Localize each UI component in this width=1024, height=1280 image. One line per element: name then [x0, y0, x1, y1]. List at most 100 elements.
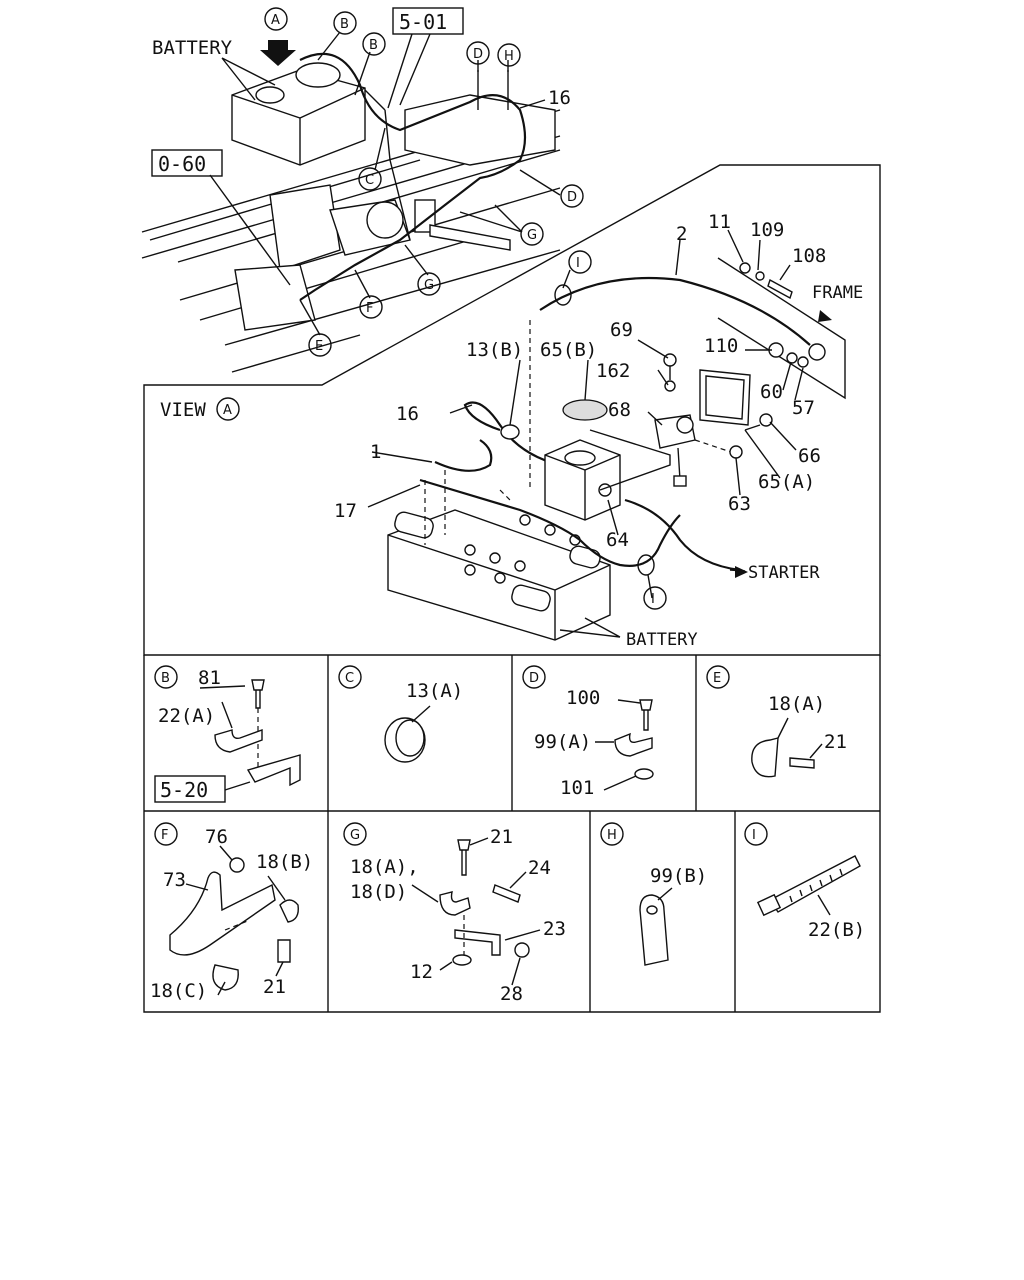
cable-starter [624, 498, 741, 572]
ref-5-20-text: 5-20 [160, 778, 208, 802]
frame-arrow [818, 310, 832, 322]
nut-76 [229, 857, 245, 873]
ref-box-5-01 [392, 7, 464, 35]
part-73: 73 [163, 869, 186, 891]
part-28: 28 [500, 983, 523, 1005]
f-dash [224, 919, 251, 931]
part-18a-e: 18(A) [768, 693, 825, 715]
clip-18b [279, 899, 299, 923]
svg-text:A: A [271, 13, 280, 28]
detail-i-circle: I [744, 822, 768, 846]
c-leader [411, 705, 431, 723]
callout-circle-g2: G [417, 272, 441, 296]
cable-terminal-2 [808, 343, 826, 361]
relay-plate [589, 429, 671, 491]
washer-101 [634, 768, 654, 780]
part-18d-g: 18(D) [350, 881, 407, 903]
bolt-63 [729, 445, 743, 459]
svg-text:G: G [527, 228, 537, 243]
part-64: 64 [606, 529, 629, 551]
part-21-f: 21 [263, 976, 286, 998]
part-109: 109 [750, 219, 784, 241]
detail-f-circle: F [154, 822, 178, 846]
cable-17 [434, 439, 493, 472]
cross-member [404, 94, 556, 166]
washer-12 [452, 954, 472, 966]
svg-text:C: C [345, 671, 354, 686]
svg-text:A: A [223, 403, 232, 418]
cover-65a [699, 369, 751, 426]
svg-text:H: H [504, 49, 514, 64]
part-18a-g: 18(A), [350, 856, 419, 878]
detail-d: D 100 99(A) 101 [522, 665, 654, 799]
part-18b: 18(B) [256, 851, 313, 873]
battery-handle-2 [511, 584, 551, 612]
svg-text:E: E [713, 671, 721, 686]
bolt-21-g [457, 839, 471, 876]
detail-d-circle: D [522, 665, 546, 689]
bolt-66 [744, 413, 773, 431]
part-101: 101 [560, 777, 594, 799]
battery-posts [464, 514, 581, 584]
h-leader [657, 887, 673, 901]
detail-c: C 13(A) [338, 665, 463, 763]
washer-11 [739, 262, 751, 274]
grommet-13a-inner [395, 719, 425, 757]
bracket-23 [454, 929, 501, 956]
svg-text:I: I [651, 592, 655, 607]
main-harness [299, 52, 527, 301]
svg-text:G: G [424, 278, 434, 293]
cable-tie-22b [768, 855, 861, 913]
part-63: 63 [728, 493, 751, 515]
svg-text:I: I [752, 828, 756, 843]
part-110: 110 [704, 335, 738, 357]
callout-circle-f: F [359, 295, 383, 319]
part-81: 81 [198, 667, 221, 689]
relay-block-64 [544, 439, 621, 521]
f-leaders [185, 845, 286, 996]
detail-b: B 81 22(A) 5-20 [154, 665, 301, 803]
battery-label-top: BATTERY [152, 37, 233, 59]
grommet-13b [500, 424, 520, 440]
starter-housing [269, 184, 341, 271]
part-1: 1 [370, 441, 381, 463]
detail-h: H 99(B) [600, 822, 707, 966]
bolt-100 [639, 699, 653, 731]
svg-text:D: D [567, 190, 577, 205]
svg-text:B: B [340, 17, 349, 32]
view-arrow-a [260, 40, 296, 66]
ref-5-01-text: 5-01 [399, 10, 447, 34]
bolt-21-f [277, 939, 291, 963]
cable-1 [419, 478, 681, 567]
view-a-section: VIEW A [160, 211, 863, 650]
part-23: 23 [543, 918, 566, 940]
washer-57 [797, 356, 809, 368]
detail-f: F 76 73 18(B) 18(C) 21 [150, 822, 313, 1002]
part-65b: 65(B) [540, 339, 597, 361]
switch-connector [673, 475, 687, 487]
svg-text:D: D [529, 671, 539, 686]
bolt-24 [492, 884, 521, 903]
part-13b: 13(B) [466, 339, 523, 361]
bolt-69 [663, 353, 677, 380]
svg-text:B: B [369, 38, 378, 53]
ref-5-20-leader [224, 781, 251, 791]
part-17: 17 [334, 500, 357, 522]
battery-terminal-cap [295, 62, 341, 88]
detail-e-circle: E [706, 665, 730, 689]
part-13a: 13(A) [406, 680, 463, 702]
svg-text:D: D [473, 47, 483, 62]
clamp-i-lower [637, 554, 655, 576]
b-leaders [199, 685, 246, 729]
callout-circle-h: H [497, 43, 521, 67]
mount-dashes [424, 320, 741, 545]
frame-rail-bottom [224, 249, 561, 373]
callout-circle-i2: I [643, 586, 667, 610]
bolt-108 [767, 278, 793, 300]
e-leaders [777, 717, 823, 759]
detail-i: I 22(B) [744, 822, 865, 941]
part-57: 57 [792, 397, 815, 419]
harness-branch [364, 89, 411, 241]
battery-box-edges [231, 87, 366, 165]
